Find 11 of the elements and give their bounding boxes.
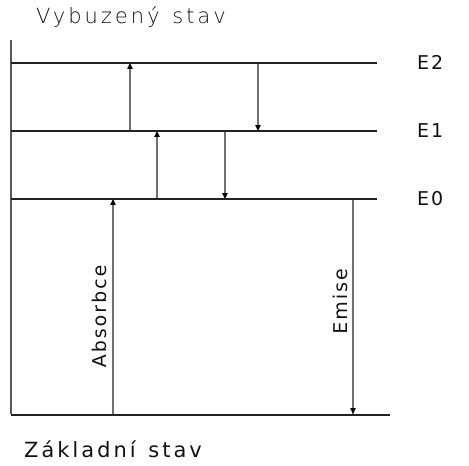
level-label: E1 — [417, 121, 446, 141]
level-label: Základní stav — [24, 438, 206, 462]
arrow — [350, 199, 356, 414]
arrow — [154, 131, 160, 199]
arrow — [222, 131, 228, 199]
level-label: E2 — [417, 53, 446, 73]
level-label: E0 — [417, 189, 446, 209]
arrow — [255, 63, 261, 131]
arrow — [110, 199, 116, 414]
arrow — [127, 63, 133, 131]
title: Vybuzený stav — [36, 4, 229, 28]
